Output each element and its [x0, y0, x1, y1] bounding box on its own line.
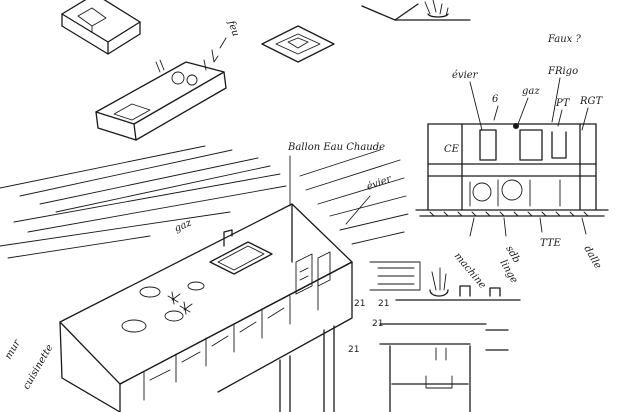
- dimension-21-c: 21: [372, 319, 383, 329]
- pt-label: PT: [555, 98, 571, 109]
- ce-label: CE: [444, 144, 460, 155]
- evier-main-label: évier: [365, 173, 394, 192]
- pit-sketch: [261, 25, 335, 63]
- cuisinette-label: cuisinette: [21, 343, 56, 392]
- ballon-label: Ballon Eau Chaude: [287, 142, 385, 153]
- top-left-box-sketch: [61, 0, 141, 55]
- faux-label: Faux ?: [547, 34, 581, 45]
- frigo-label: FRigo: [547, 66, 578, 77]
- bottom-right-section: [379, 267, 521, 412]
- tte-label: TTE: [540, 238, 562, 249]
- top-center-elevation: [361, 0, 471, 21]
- kitchen-elevation: Faux ? évier FRigo 6 gaz PT RGT CE: [415, 34, 609, 291]
- dimension-21-a: 21: [354, 299, 365, 309]
- island-counter-sketch: feu: [95, 18, 241, 141]
- rgt-label: RGT: [579, 96, 604, 107]
- dalle-label: dalle: [581, 244, 603, 271]
- evier-label: évier: [452, 70, 479, 81]
- gaz-small-label: gaz: [522, 86, 540, 97]
- roof-hatching: [0, 145, 421, 291]
- machine-label: machine: [452, 251, 488, 291]
- mur-label: mur: [3, 337, 23, 361]
- six-label: 6: [492, 94, 499, 105]
- dimension-21-b: 21: [378, 299, 389, 309]
- dimension-21-d: 21: [348, 345, 359, 355]
- main-kitchen-counter: Ballon Eau Chaude évier gaz 21 21 21 21 …: [3, 142, 394, 412]
- feu-label: feu: [225, 18, 241, 38]
